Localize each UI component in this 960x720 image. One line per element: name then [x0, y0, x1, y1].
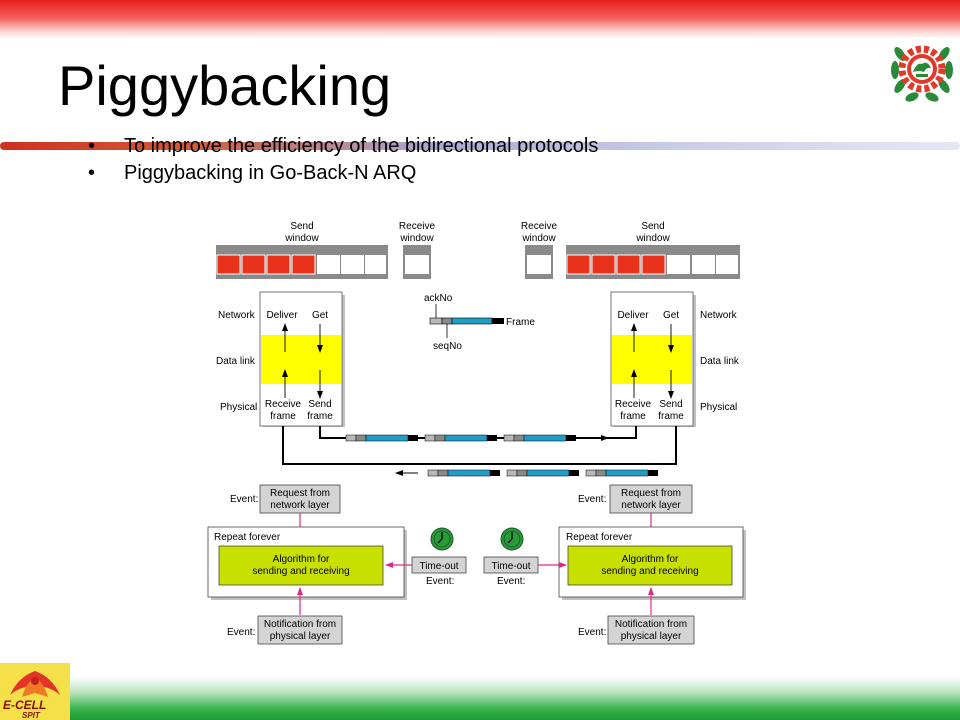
left-repeat-forever-label: Repeat forever [214, 532, 281, 543]
left-get-label: Get [312, 310, 328, 321]
left-send-window [216, 245, 388, 279]
institute-emblem-icon [891, 45, 953, 102]
right-clock-icon [500, 527, 524, 551]
bullet-text: Piggybacking in Go-Back-N ARQ [124, 162, 417, 184]
title-underline-rule [0, 142, 960, 150]
frame-in-transit [424, 434, 497, 442]
right-repeat-forever-label: Repeat forever [566, 532, 633, 543]
left-receive-window [403, 245, 431, 279]
left-clock-icon [430, 527, 454, 551]
right-timeout-event-label: Event: [497, 576, 525, 587]
frame-in-transit [585, 469, 658, 477]
left-event-label: Event: [230, 494, 258, 505]
bullet-dot: • [88, 135, 96, 157]
frame-in-transit [427, 469, 500, 477]
right-data-link-label: Data link [700, 356, 740, 367]
left-data-link-label: Data link [216, 356, 256, 367]
frame-legend: ackNo Frame seqNo [424, 293, 535, 352]
right-timeout-event-box: Time-out [483, 556, 539, 574]
e-cell-logo-text: E-CELL [3, 698, 46, 712]
transmission-links [282, 426, 677, 477]
seqno-label: seqNo [433, 341, 462, 352]
bullet-text: To improve the efficiency of the bidirec… [124, 135, 599, 157]
right-deliver-label: Deliver [617, 310, 649, 321]
bullet-item: • Piggybacking in Go-Back-N ARQ [88, 162, 416, 185]
left-timeout-label: Time-out [419, 561, 458, 572]
right-send-window [566, 245, 740, 279]
bottom-green-band [0, 676, 960, 720]
left-physical-label: Physical [220, 402, 257, 413]
frame-label: Frame [506, 317, 535, 328]
right-network-label: Network [700, 310, 738, 321]
left-deliver-label: Deliver [266, 310, 298, 321]
bullet-dot: • [88, 162, 96, 184]
right-receive-window [525, 245, 553, 279]
left-timeout-event-box: Time-out [411, 556, 467, 574]
top-red-band [0, 0, 960, 38]
right-event-label: Event: [578, 494, 606, 505]
bullet-item: • To improve the efficiency of the bidire… [88, 135, 598, 158]
left-timeout-event-label: Event: [426, 576, 454, 587]
frame-in-transit [345, 434, 418, 442]
right-timeout-label: Time-out [491, 561, 530, 572]
e-cell-logo-icon: E-CELL SPIT [0, 663, 70, 720]
right-get-label: Get [663, 310, 679, 321]
left-notification-event-label: Event: [227, 627, 255, 638]
left-network-label: Network [218, 310, 256, 321]
frame-in-transit [503, 434, 576, 442]
right-physical-label: Physical [700, 402, 737, 413]
frame-in-transit [506, 469, 579, 477]
right-notification-event-label: Event: [578, 627, 606, 638]
ackno-label: ackNo [424, 293, 453, 304]
slide-title: Piggybacking [58, 54, 392, 117]
e-cell-logo-subtext: SPIT [22, 711, 41, 720]
